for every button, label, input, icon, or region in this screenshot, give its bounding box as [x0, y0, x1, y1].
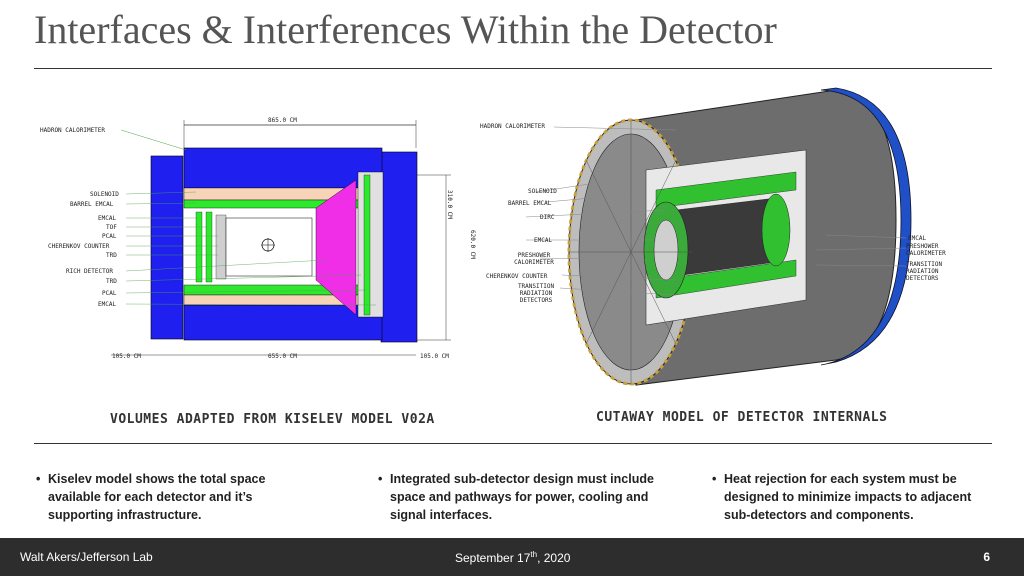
label-tof: TOF	[106, 224, 117, 231]
dim-right-1-label: 310.0 CM	[446, 190, 453, 219]
label-solenoid-cut: SOLENOID	[528, 188, 557, 195]
label-emcal-right: EMCAL	[908, 235, 926, 242]
bullet-2: Integrated sub-detector design must incl…	[378, 470, 656, 524]
right-figure-caption: CUTAWAY MODEL OF DETECTOR INTERNALS	[596, 410, 888, 425]
label-pcal: PCAL	[102, 233, 117, 240]
page-number: 6	[983, 550, 990, 564]
label-emcal-cut: EMCAL	[534, 237, 552, 244]
label-dirc-cut: DIRC	[540, 214, 555, 221]
label-preshower-cut: PRESHOWER CALORIMETER	[514, 252, 554, 266]
label-trd-right: TRANSITION RADIATION DETECTORS	[906, 261, 943, 282]
label-trd-2: TRD	[106, 278, 117, 285]
left-figure-caption: VOLUMES ADAPTED FROM KISELEV MODEL V02A	[110, 412, 435, 427]
bottom-divider	[34, 443, 992, 444]
label-solenoid: SOLENOID	[90, 191, 119, 198]
label-preshower-right: PRESHOWER CALORIMETER	[906, 243, 946, 257]
label-rich-detector: RICH DETECTOR	[66, 268, 113, 275]
dim-right-2-label: 620.0 CM	[469, 230, 476, 259]
label-barrel-emcal: BARREL EMCAL	[70, 201, 114, 208]
dim-top-label: 865.0 CM	[268, 117, 297, 124]
slide-footer: Walt Akers/Jefferson Lab September 17th,…	[0, 538, 1024, 576]
footer-date-sup: th	[530, 550, 538, 559]
top-divider	[34, 68, 992, 69]
dim-bottom-right-label: 105.0 CM	[420, 353, 449, 360]
bullet-column-3: Heat rejection for each system must be d…	[710, 470, 995, 524]
label-trd: TRD	[106, 252, 117, 259]
dim-bottom-left-label: 105.0 CM	[112, 353, 141, 360]
footer-date: September 17th, 2020	[455, 550, 570, 565]
footer-date-suffix: , 2020	[537, 551, 571, 565]
dim-bottom-mid-label: 655.0 CM	[268, 353, 297, 360]
label-cherenkov-cut: CHERENKOV COUNTER	[486, 273, 548, 280]
label-pcal-2: PCAL	[102, 290, 117, 297]
bullet-1: Kiselev model shows the total space avai…	[36, 470, 304, 524]
label-cherenkov-counter: CHERENKOV COUNTER	[48, 243, 110, 250]
label-trd-cut: TRANSITION RADIATION DETECTORS	[517, 283, 555, 304]
label-hadron-calorimeter-cut: HADRON CALORIMETER	[480, 123, 545, 130]
label-barrel-emcal-cut: BARREL EMCAL	[508, 200, 552, 207]
label-emcal: EMCAL	[98, 215, 116, 222]
slide-title: Interfaces & Interferences Within the De…	[34, 7, 777, 52]
kiselev-volume-diagram: 865.0 CM 310.0 CM 620.0 CM 105.0 CM 655.…	[40, 117, 476, 360]
footer-date-prefix: September 17	[455, 551, 531, 565]
bullet-3: Heat rejection for each system must be d…	[712, 470, 995, 524]
label-emcal-2: EMCAL	[98, 301, 116, 308]
bullet-column-2: Integrated sub-detector design must incl…	[376, 470, 656, 524]
detector-cutaway-diagram: HADRON CALORIMETER SOLENOID BARREL EMCAL…	[480, 87, 946, 386]
bullet-column-1: Kiselev model shows the total space avai…	[34, 470, 304, 524]
label-hadron-calorimeter: HADRON CALORIMETER	[40, 127, 105, 134]
footer-author: Walt Akers/Jefferson Lab	[20, 550, 153, 564]
